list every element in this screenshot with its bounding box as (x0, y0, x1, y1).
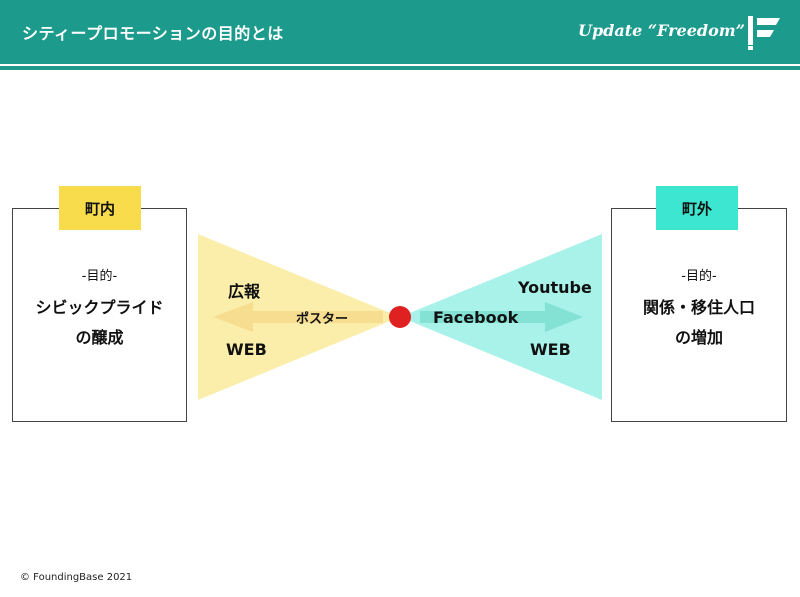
left-purpose-line-1: シビックプライド (35, 298, 164, 317)
header-divider (0, 66, 800, 70)
left-purpose-label: -目的- (81, 269, 118, 284)
left-purpose-line-2: の醸成 (75, 328, 124, 347)
slide-title: シティープロモーションの目的とは (22, 24, 284, 43)
right-purpose-line-2: の増加 (674, 328, 723, 347)
label-facebook: Facebook (433, 308, 519, 327)
right-panel: -目的- 関係・移住人口 の増加 (611, 208, 787, 422)
center-dot-icon (389, 306, 411, 328)
copyright: © FoundingBase 2021 (20, 572, 133, 583)
left-purpose-main: シビックプライド の醸成 (13, 293, 186, 353)
label-youtube: Youtube (518, 278, 592, 297)
right-purpose-main: 関係・移住人口 の増加 (612, 293, 786, 353)
header-bar (0, 0, 800, 64)
label-poster: ポスター (296, 312, 349, 327)
label-kouhou: 広報 (228, 282, 261, 301)
right-arrow-icon (420, 302, 583, 332)
brand-logo-icon (748, 16, 780, 50)
right-tag: 町外 (656, 186, 738, 230)
label-web-right: WEB (530, 340, 571, 359)
right-purpose-line-1: 関係・移住人口 (642, 298, 755, 317)
left-panel: -目的- シビックプライド の醸成 (12, 208, 187, 422)
funnel-diagram (198, 234, 602, 400)
label-web-left: WEB (226, 340, 267, 359)
tagline: Update “Freedom” (578, 21, 745, 40)
left-arrow-icon (213, 302, 383, 332)
left-tag: 町内 (59, 186, 141, 230)
right-purpose-label: -目的- (681, 269, 717, 284)
